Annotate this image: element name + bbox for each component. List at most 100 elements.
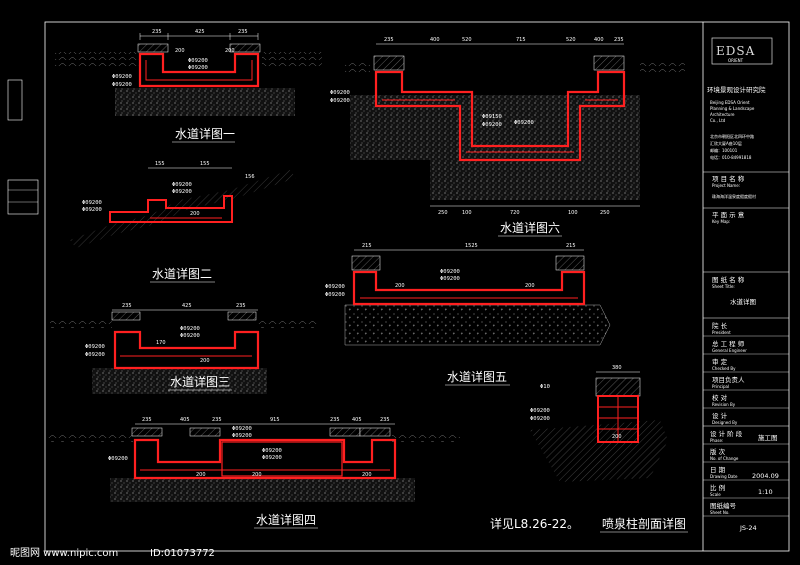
row-2-cn: 审 定 <box>712 357 728 366</box>
stage-label: 设 计 阶 段 <box>710 429 743 438</box>
d4-dim-1: 405 <box>180 417 190 423</box>
d4-dim-0: 235 <box>142 417 152 423</box>
d4-small-1: 200 <box>252 472 262 478</box>
d3-label-0: Φ09200 <box>180 326 200 332</box>
d4-title: 水道详图四 <box>256 512 316 527</box>
d6-label-2: Φ09150 <box>482 114 502 120</box>
d5-label-0: Φ09200 <box>440 269 460 275</box>
signature-rows: 院 长 President 总 工 程 师 General Engineer 审… <box>703 321 789 427</box>
d6-small-2: 720 <box>510 210 520 216</box>
sheet-no-value: JS-24 <box>739 524 757 532</box>
d2-dim-2: 156 <box>245 174 255 180</box>
scale-label: 比 例 <box>710 483 725 492</box>
watermark-site: 昵图网 www.nipic.com <box>10 547 118 559</box>
plan-label: 平 面 示 意 <box>712 210 745 219</box>
stage-value: 施工图 <box>758 433 778 442</box>
sheet-no-label-en: Sheet No. <box>710 510 729 515</box>
row-2-en: Checked By <box>712 366 736 371</box>
d5-dim-2: 215 <box>566 243 576 249</box>
d7-title: 喷泉柱剖面详图 <box>602 516 686 531</box>
d6-label-4: Φ09200 <box>514 120 534 126</box>
d4-label-3: Φ09200 <box>262 455 282 461</box>
d6-label-0: Φ09200 <box>330 90 350 96</box>
d1-label-1: Φ09200 <box>188 65 208 71</box>
d6-dim-0: 235 <box>384 37 394 43</box>
d1-label-0: Φ09200 <box>188 58 208 64</box>
d7-label-0: Φ10 <box>540 384 550 390</box>
project-value: 珠海海洋温泉度假度假村 <box>712 193 756 199</box>
d2-title: 水道详图二 <box>152 266 212 281</box>
address-0: 北京市朝阳区北四环中路 <box>710 133 754 139</box>
title-block: EDSA ORIENT 环境景观设计研究院 Beijing EDSA Orien… <box>703 37 789 532</box>
d1-label-3: Φ09200 <box>112 82 132 88</box>
row-4-cn: 校 对 <box>712 393 728 402</box>
d4-dim-2: 235 <box>212 417 222 423</box>
detail-2: 155 155 156 Φ09200 Φ09200 Φ09200 Φ09200 … <box>70 161 296 283</box>
d3-title: 水道详图三 <box>170 374 230 389</box>
d2-label-0: Φ09200 <box>172 182 192 188</box>
d5-small-0: 200 <box>395 283 405 289</box>
d1-dim-0: 235 <box>152 29 162 35</box>
row-1-cn: 总 工 程 师 <box>712 339 745 348</box>
version-label: 版 次 <box>710 447 726 456</box>
scale-value: 1:10 <box>758 488 773 496</box>
d3-label-2: Φ09200 <box>85 344 105 350</box>
detail-6: 235 400 520 715 520 400 235 Φ09200 Φ0920… <box>330 37 685 237</box>
d7-label-1: Φ09200 <box>530 408 550 414</box>
d4-label-2: Φ09200 <box>262 448 282 454</box>
version-label-en: No. of Change <box>710 456 739 461</box>
row-1-en: General Engineer <box>712 348 747 353</box>
d2-label-3: Φ09200 <box>82 207 102 213</box>
detail-5: 215 1525 215 Φ09200 Φ09200 Φ09200 Φ09200… <box>325 243 611 386</box>
d4-label-4: Φ09200 <box>108 456 128 462</box>
d6-title: 水道详图六 <box>500 220 560 235</box>
company-en-3: Co., Ltd <box>710 118 726 123</box>
left-margin-stamps <box>7 79 39 215</box>
d5-dim-1: 1525 <box>465 243 478 249</box>
company-en-0: Beijing EDSA Orient <box>710 100 750 105</box>
d1-dim-2: 235 <box>238 29 248 35</box>
scale-label-en: Scale <box>710 492 721 497</box>
d1-small-1: 200 <box>225 48 235 54</box>
watermark-id: ID:01073772 <box>150 548 215 559</box>
d4-dim-6: 235 <box>380 417 390 423</box>
d5-label-1: Φ09200 <box>440 276 460 282</box>
d1-small-0: 200 <box>175 48 185 54</box>
d3-small-0: 170 <box>156 340 166 346</box>
d2-label-1: Φ09200 <box>172 189 192 195</box>
d5-label-3: Φ09200 <box>325 292 345 298</box>
d6-small-4: 250 <box>600 210 610 216</box>
plan-label-en: Key Map: <box>712 219 730 224</box>
company-name-cn: 环境景观设计研究院 <box>707 85 766 94</box>
d5-label-2: Φ09200 <box>325 284 345 290</box>
address-2: 邮编：100101 <box>710 147 738 153</box>
drawing-name: 水道详图 <box>730 297 756 306</box>
d4-label-1: Φ09200 <box>232 433 252 439</box>
date-label-en: Drawing Date <box>710 474 738 479</box>
d6-small-3: 100 <box>568 210 578 216</box>
d3-label-3: Φ09200 <box>85 352 105 358</box>
d6-dim-1: 400 <box>430 37 440 43</box>
d6-dim-6: 235 <box>614 37 624 43</box>
stage-label-en: Phase: <box>710 438 723 443</box>
company-logo: EDSA <box>716 44 755 58</box>
detail-1: 235 425 235 Φ09200 Φ09200 Φ09200 Φ09200 … <box>55 29 322 143</box>
d7-label-2: Φ09200 <box>530 416 550 422</box>
project-label-en: Project Name: <box>712 183 740 188</box>
drawing-frame <box>44 21 790 552</box>
d6-dim-3: 715 <box>516 37 526 43</box>
d4-small-0: 200 <box>196 472 206 478</box>
d3-dim-0: 235 <box>122 303 132 309</box>
detail-3: 235 425 235 Φ09200 Φ09200 Φ09200 Φ09200 … <box>50 303 318 394</box>
d6-dim-4: 520 <box>566 37 576 43</box>
row-5-cn: 设 计 <box>712 411 728 420</box>
d5-title: 水道详图五 <box>447 369 507 384</box>
d4-dim-4: 235 <box>330 417 340 423</box>
drawing-name-en: Sheet Title: <box>712 284 735 289</box>
d5-small-1: 200 <box>525 283 535 289</box>
detail-7: 380 Φ10 Φ09200 Φ09200 200 喷泉柱剖面详图 <box>530 365 688 533</box>
row-3-cn: 项目负责人 <box>712 375 745 384</box>
d3-dim-1: 425 <box>182 303 192 309</box>
company-en-2: Architecture <box>710 112 735 117</box>
